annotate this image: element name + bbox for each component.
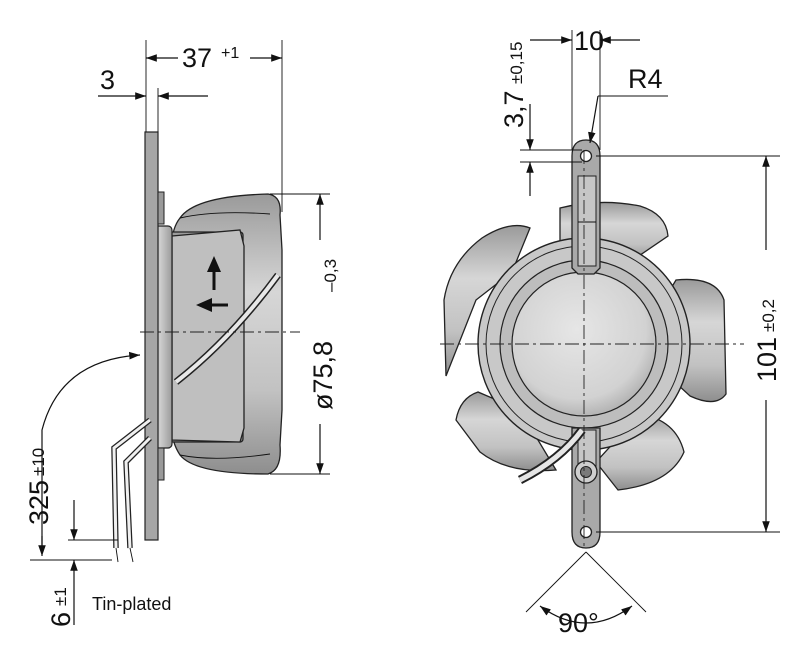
dim-diameter-label: ø75,8 — [308, 341, 338, 410]
mounting-hole-top — [579, 149, 593, 163]
rotor-ring-side — [171, 229, 245, 443]
impeller-blade-edge-top — [179, 212, 271, 219]
dim-angle-label: 90° — [558, 608, 599, 638]
dim-hole-pitch-label: 101 — [752, 337, 782, 382]
flange-boss-bottom — [157, 447, 165, 481]
mounting-hole-bottom — [579, 525, 593, 539]
dim-hole-offset-label: 3,7 — [499, 90, 529, 128]
side-view: 37 +1 3 ø75,8 –0,3 325 ±10 6 ±1 Tin-plat… — [24, 40, 340, 627]
dim-hole-offset-tolerance: ±0,15 — [507, 42, 526, 84]
dim-cable-label: 325 — [24, 480, 54, 525]
airflow-arrow-up-icon — [207, 256, 221, 290]
dim-bracket-width-label: 10 — [574, 26, 604, 56]
dim-hole-pitch-tolerance: ±0,2 — [759, 299, 778, 332]
dim-radius-label: R4 — [628, 64, 663, 94]
airflow-arrow-left-icon — [196, 298, 228, 312]
bracket-rib-top — [577, 175, 597, 267]
flange-boss-top — [157, 191, 165, 225]
dim-cable-tolerance: ±10 — [29, 448, 48, 476]
mounting-flange-side — [144, 131, 159, 541]
dim-depth-tolerance: +1 — [221, 45, 239, 62]
dim-strip-tolerance: ±1 — [51, 587, 70, 606]
dim-flange-label: 3 — [100, 65, 115, 95]
impeller-blade-edge-bottom — [179, 453, 271, 459]
dim-diameter-tolerance: –0,3 — [321, 259, 340, 292]
dim-strip-label: 6 — [46, 612, 76, 627]
wire-end-note: Tin-plated — [92, 594, 171, 614]
dim-depth-label: 37 — [182, 43, 212, 73]
front-view: 10 3,7 ±0,15 R4 101 ±0,2 90° — [440, 26, 782, 638]
